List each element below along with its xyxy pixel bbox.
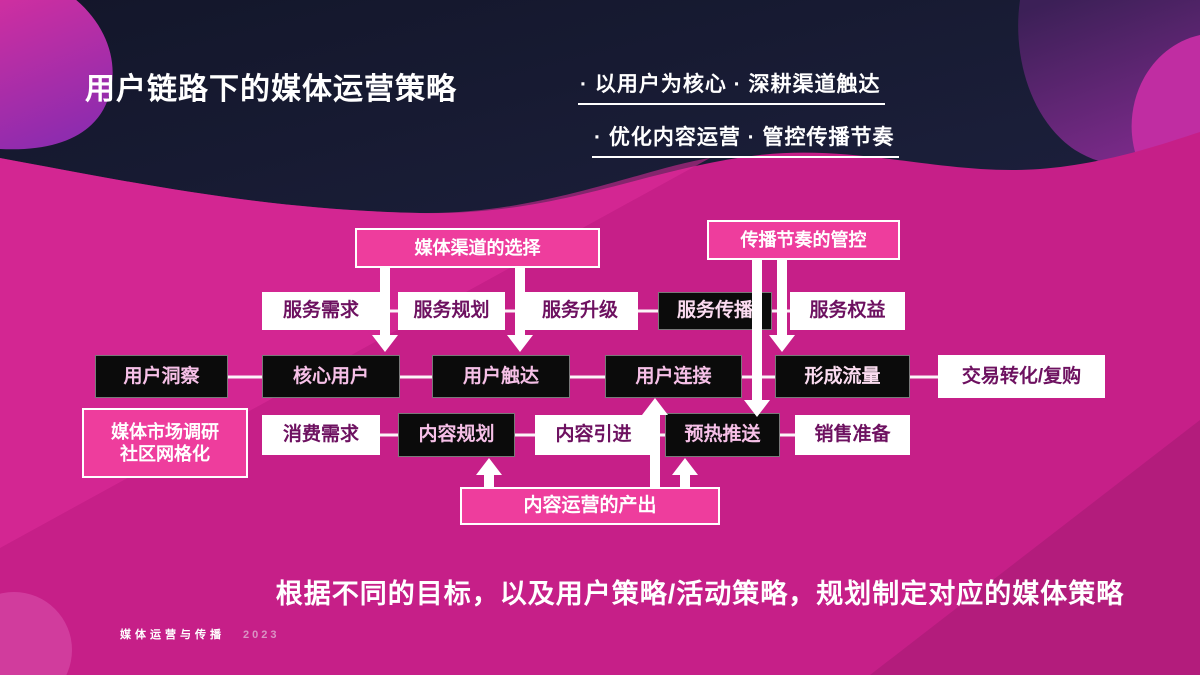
node-sales-prep: 销售准备 xyxy=(795,415,910,455)
node-consumer-demand: 消费需求 xyxy=(262,415,380,455)
node-user-connect: 用户连接 xyxy=(605,355,742,398)
node-service-plan: 服务规划 xyxy=(398,292,505,330)
node-service-upgrade: 服务升级 xyxy=(522,292,638,330)
node-media-channel-choice: 媒体渠道的选择 xyxy=(355,228,600,268)
blob-bottom-left xyxy=(0,592,72,675)
footer-year: 2023 xyxy=(243,629,280,641)
node-service-demand: 服务需求 xyxy=(262,292,380,330)
footer: 媒体运营与传播 2023 xyxy=(120,626,279,642)
bottom-caption: 根据不同的目标，以及用户策略/活动策略，规划制定对应的媒体策略 xyxy=(275,579,1125,609)
page-title: 用户链路下的媒体运营策略 xyxy=(85,73,457,106)
node-conversion-repurchase: 交易转化/复购 xyxy=(938,355,1105,398)
research-line-2: 社区网格化 xyxy=(120,444,210,464)
node-traffic-formation: 形成流量 xyxy=(775,355,910,398)
research-line-1: 媒体市场调研 xyxy=(111,421,219,442)
node-content-plan: 内容规划 xyxy=(398,413,515,457)
node-content-output: 内容运营的产出 xyxy=(460,487,720,525)
node-service-rights: 服务权益 xyxy=(790,292,905,330)
header-bullets: · 以用户为核心 · 深耕渠道触达 · 优化内容运营 · 管控传播节奏 xyxy=(578,68,899,174)
node-content-import: 内容引进 xyxy=(535,415,652,455)
bullet-line-2: · 优化内容运营 · 管控传播节奏 xyxy=(592,121,899,158)
node-rhythm-control: 传播节奏的管控 xyxy=(707,220,900,260)
node-core-users: 核心用户 xyxy=(262,355,400,398)
node-service-spread: 服务传播 xyxy=(658,292,772,330)
node-user-reach: 用户触达 xyxy=(432,355,570,398)
node-user-insight: 用户洞察 xyxy=(95,355,228,398)
node-preheat-push: 预热推送 xyxy=(665,413,780,457)
blob-top-left xyxy=(0,0,113,150)
node-market-research: 媒体市场调研 社区网格化 xyxy=(82,408,248,478)
bullet-line-1: · 以用户为核心 · 深耕渠道触达 xyxy=(578,68,885,105)
footer-brand: 媒体运营与传播 xyxy=(120,629,225,641)
shade-bottom-right xyxy=(870,420,1200,675)
